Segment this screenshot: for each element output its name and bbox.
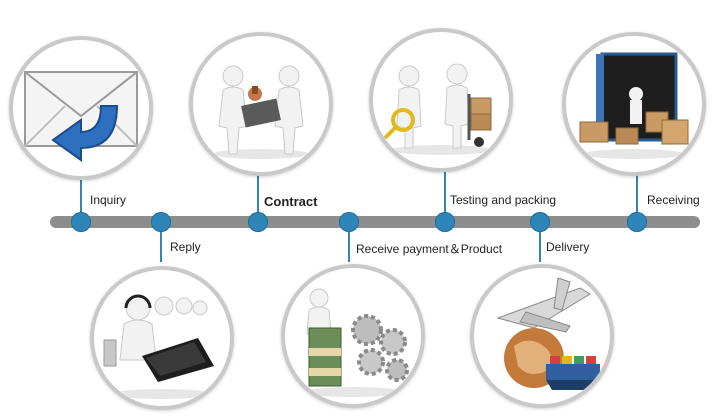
node-delivery (530, 212, 550, 232)
node-payment (339, 212, 359, 232)
label-payment: Receive payment＆Product (356, 242, 503, 256)
timeline-bar (50, 216, 700, 228)
label-receiving: Receiving (647, 193, 700, 207)
label-contract: Contract (264, 194, 318, 209)
stem-reply (160, 222, 162, 262)
container-boxes-icon (562, 32, 706, 176)
stem-contract (257, 172, 259, 222)
magnifier-cart-icon (369, 28, 513, 172)
node-contract (248, 212, 268, 232)
node-testing (435, 212, 455, 232)
call-center-icon (90, 266, 234, 410)
node-receiving (627, 212, 647, 232)
label-testing: Testing and packing (450, 193, 557, 207)
label-reply: Reply (170, 240, 201, 254)
envelope-reply-icon (9, 36, 153, 180)
stem-receiving (636, 172, 638, 222)
money-gears-icon (281, 264, 425, 408)
stem-testing (444, 172, 446, 222)
label-inquiry: Inquiry (90, 193, 127, 207)
label-delivery: Delivery (546, 240, 590, 254)
handshake-stamp-icon (189, 32, 333, 176)
node-reply (151, 212, 171, 232)
stem-delivery (539, 222, 541, 262)
stem-payment (348, 222, 350, 262)
stem-inquiry (80, 177, 82, 222)
node-inquiry (71, 212, 91, 232)
airplane-globe-ship-icon (470, 264, 614, 408)
